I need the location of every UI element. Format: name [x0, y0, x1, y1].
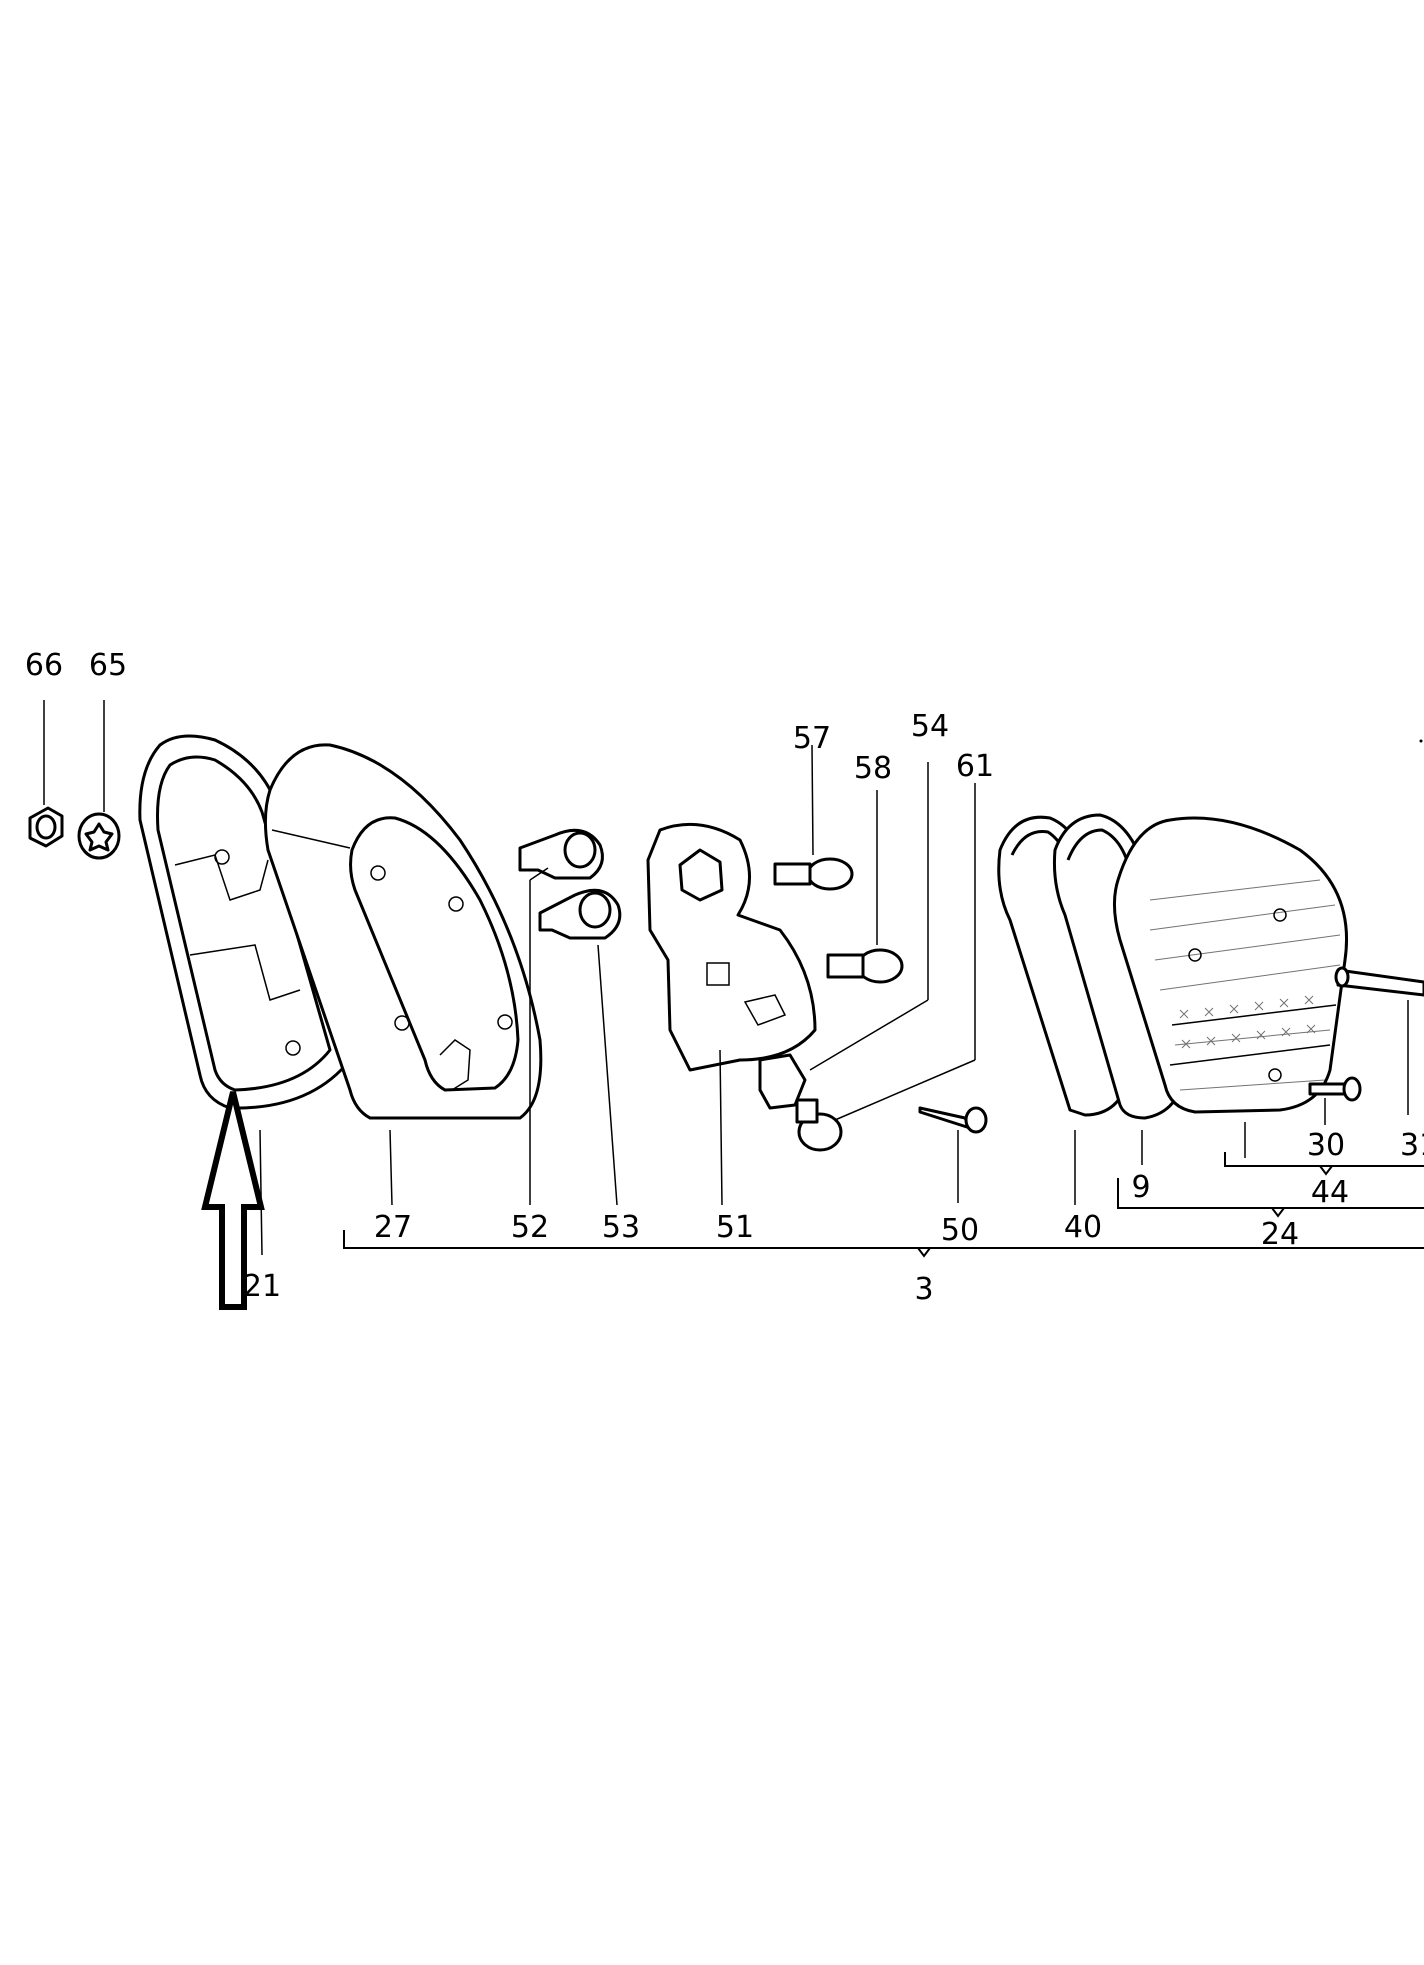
callout-51: 51 — [716, 1210, 754, 1245]
up-arrow-icon — [201, 1091, 265, 1310]
callout-58: 58 — [854, 751, 892, 786]
callout-65: 65 — [89, 648, 127, 683]
callout-9: 9 — [1131, 1170, 1150, 1205]
part-61-bulb — [795, 783, 976, 1152]
bracket-3 — [343, 1230, 1424, 1258]
callout-40: 40 — [1064, 1210, 1102, 1245]
callout-24: 24 — [1261, 1217, 1299, 1252]
lens-texture — [1149, 879, 1341, 1091]
callout-57: 57 — [793, 721, 831, 756]
bracket-24 — [1117, 1178, 1424, 1218]
callout-31: 31 — [1400, 1128, 1424, 1163]
callout-50: 50 — [941, 1213, 979, 1248]
part-54-socket — [758, 762, 929, 1110]
callout-44: 44 — [1311, 1175, 1349, 1210]
part-30-screw — [1308, 1076, 1362, 1125]
callout-30: 30 — [1307, 1128, 1345, 1163]
callout-54: 54 — [911, 709, 949, 744]
callout-66: 66 — [25, 648, 63, 683]
part-50-screw — [918, 1106, 988, 1203]
bracket-44 — [1224, 1152, 1424, 1176]
part-44-lens — [1113, 816, 1349, 1158]
callout-53: 53 — [602, 1210, 640, 1245]
part-58-bulb — [826, 790, 904, 984]
stray-mark — [1419, 739, 1423, 743]
part-31-screw — [1334, 966, 1424, 1115]
callout-61: 61 — [956, 749, 994, 784]
part-65-lock-washer — [77, 700, 121, 860]
callout-3: 3 — [914, 1272, 933, 1307]
callout-52: 52 — [511, 1210, 549, 1245]
callout-21: 21 — [243, 1269, 281, 1304]
part-66-hex-nut — [28, 700, 64, 848]
part-27-housing — [263, 743, 543, 1206]
part-21-gasket — [138, 734, 352, 1256]
callout-27: 27 — [374, 1210, 412, 1245]
part-52-socket — [518, 828, 604, 1205]
part-57-bulb — [773, 744, 854, 891]
part-53-socket — [538, 888, 622, 1206]
